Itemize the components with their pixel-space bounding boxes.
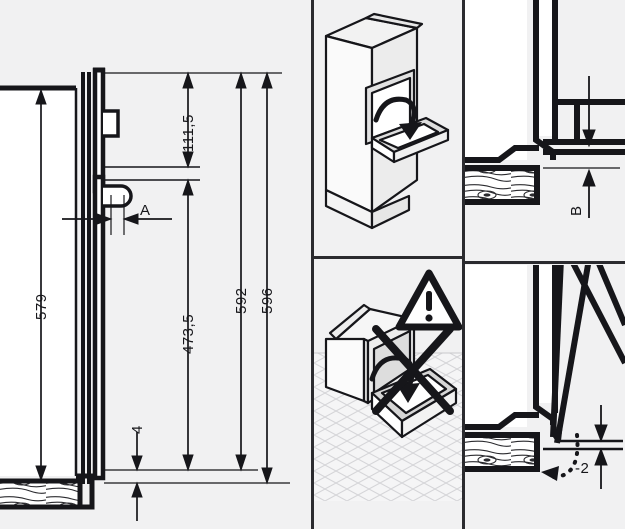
divider-horizontal-right (462, 261, 625, 264)
oven-door-front-edge (392, 128, 450, 164)
dim-label-111-5: 111,5 (180, 114, 197, 152)
carcase-step-profile-bottom (465, 412, 539, 430)
oven-top-back-lip (328, 303, 372, 341)
arrowhead-111-up (182, 71, 194, 89)
arrowhead-A-right (96, 213, 113, 225)
wood-plinth-outline-right (465, 165, 540, 205)
panel-oven-in-cabinet (314, 0, 462, 256)
cabinet-base-side (370, 194, 411, 230)
appliance-front-gap (539, 0, 555, 136)
arrowhead-111-down (182, 151, 194, 169)
wood-plinth-outline-bottom (465, 432, 540, 472)
arrowhead-579-down (35, 465, 47, 482)
door-bottom-tip (553, 405, 565, 443)
left-section-drawing (0, 0, 311, 529)
arrowhead-596-down (261, 467, 273, 485)
dim-label-596: 596 (259, 287, 276, 314)
warning-exclamation-bar (426, 291, 432, 311)
divider-vertical-left (311, 0, 314, 529)
carcase-body-bottom (465, 265, 527, 427)
arrowhead-473-down (182, 454, 194, 472)
upper-front-panel (92, 67, 106, 194)
arrowhead-4-down (131, 455, 143, 472)
dim-label-4: 4 (129, 425, 146, 434)
warning-exclamation-dot (425, 314, 433, 322)
arrowhead-b-down (582, 129, 596, 148)
appliance-front-blade (533, 0, 556, 160)
dim-label-A: A (140, 202, 151, 219)
oven-on-floor-prohibited-drawing (314, 261, 462, 529)
door-swing-arrowhead (399, 122, 422, 140)
arrowhead-596-up (261, 71, 273, 89)
panel-door-clearance-detail: -2 (465, 265, 625, 529)
upper-panel-boss (103, 109, 120, 138)
plinth-detail-drawing (465, 0, 625, 261)
lower-front-panel (92, 174, 106, 481)
dim-label-592: 592 (233, 287, 250, 314)
dim-label-473-5: 473,5 (180, 313, 197, 354)
door-outer-face-b (596, 265, 625, 327)
appliance-front-gap-bottom (539, 265, 555, 403)
divider-vertical-right (462, 0, 465, 529)
cabinet-back-lip (364, 12, 424, 30)
oven-in-tall-cabinet-drawing (314, 0, 462, 256)
door-inner-face (550, 265, 564, 438)
dim-label-minus2: -2 (575, 460, 590, 477)
carcase-step-profile (465, 145, 539, 163)
wood-plinth-hatch (0, 481, 80, 507)
wood-plinth-hatch-right (465, 168, 537, 202)
warning-triangle-icon (395, 269, 462, 331)
arrowhead-A-left (122, 213, 139, 225)
dimension-minus2 (594, 405, 608, 489)
divider-horizontal-middle (311, 256, 462, 259)
lower-panel-pin (103, 184, 133, 208)
door-swing-arrowhead-prohibited (397, 383, 420, 403)
carcase-body (465, 0, 527, 160)
arrowhead-579-up (35, 88, 47, 105)
panel-plinth-detail-b: B (465, 0, 625, 261)
arrowhead-592-up (235, 71, 247, 89)
panel-oven-on-floor-prohibited (314, 261, 462, 529)
dim-label-579: 579 (33, 293, 50, 320)
rotation-arrowhead (541, 466, 559, 481)
arrowhead-473-up (182, 178, 194, 196)
door-swing-arrow (373, 96, 417, 131)
appliance-body (0, 88, 75, 476)
panel-left-section: 579 111,5 473,5 592 596 4 A (0, 0, 311, 529)
dim-label-B: B (568, 205, 585, 216)
wood-plinth-outline (0, 478, 83, 510)
arrowhead-4-up (131, 481, 143, 498)
dimension-lines (35, 71, 290, 521)
arrowhead-minus2-down (594, 424, 608, 443)
wood-plinth-hatch-bottom (465, 435, 537, 469)
arrowhead-592-down (235, 454, 247, 472)
dimension-b (582, 76, 596, 218)
door-clearance-detail-drawing (465, 265, 625, 529)
door-outer-face-a (570, 265, 625, 365)
arrowhead-b-up (582, 168, 596, 187)
arrowhead-minus2-up (594, 447, 608, 466)
prohibition-cross-icon (372, 325, 454, 415)
